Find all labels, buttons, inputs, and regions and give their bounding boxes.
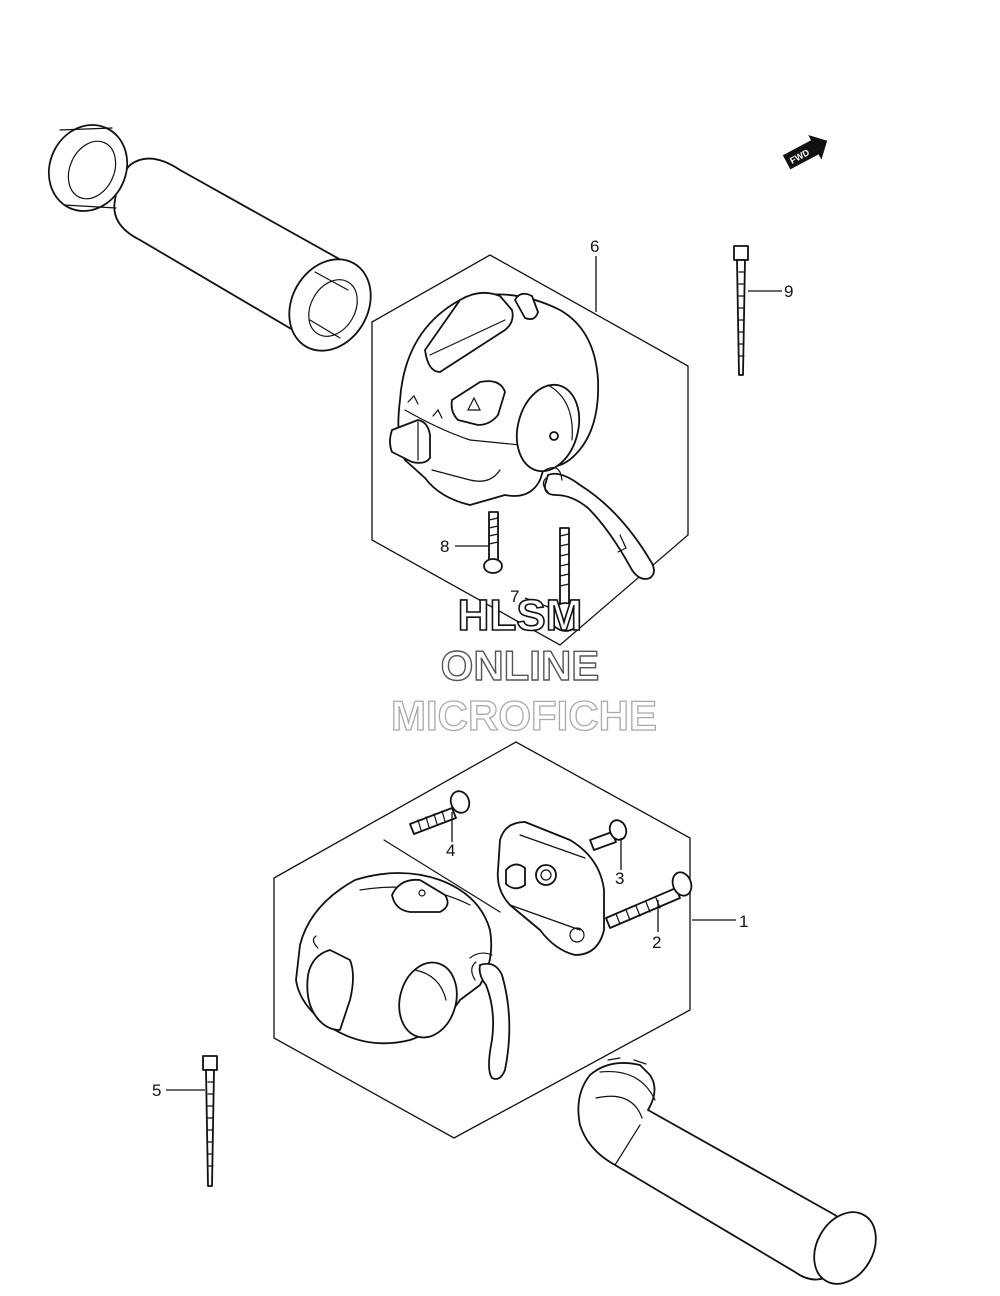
watermark-line-2: ONLINE bbox=[441, 642, 600, 689]
screw-8 bbox=[483, 511, 503, 574]
cable-tie-5 bbox=[202, 1055, 218, 1187]
watermark-line-1: HLSM bbox=[458, 591, 583, 640]
callout-1: 1 bbox=[739, 912, 748, 931]
callout-3: 3 bbox=[615, 869, 624, 888]
callout-labels: 6 9 8 7 4 3 2 1 5 bbox=[152, 237, 793, 1100]
callout-8: 8 bbox=[440, 537, 449, 556]
part-6-frame bbox=[371, 254, 689, 646]
watermark: HLSM ONLINE MICROFICHE bbox=[390, 590, 657, 739]
callout-5: 5 bbox=[152, 1081, 161, 1100]
cable-tie-9 bbox=[733, 245, 749, 376]
watermark-line-3: MICROFICHE bbox=[391, 692, 657, 739]
callout-6: 6 bbox=[590, 237, 599, 256]
callout-4: 4 bbox=[446, 841, 455, 860]
switch-lower-bracket bbox=[496, 821, 605, 956]
part-1-subframe-line bbox=[383, 839, 501, 913]
screw-7 bbox=[553, 527, 579, 632]
screw-2 bbox=[605, 871, 693, 929]
screw-4 bbox=[409, 790, 471, 835]
part-1-frame bbox=[273, 741, 691, 1139]
left-grip bbox=[47, 124, 372, 352]
right-switch-assembly bbox=[389, 291, 655, 580]
leader-lines bbox=[166, 256, 782, 1091]
screw-3 bbox=[589, 819, 628, 851]
callout-7: 7 bbox=[510, 587, 519, 606]
callout-2: 2 bbox=[652, 933, 661, 952]
right-grip bbox=[577, 1057, 877, 1285]
fwd-arrow-icon: FWD bbox=[782, 134, 828, 170]
callout-9: 9 bbox=[784, 282, 793, 301]
left-switch-assembly bbox=[295, 872, 511, 1080]
